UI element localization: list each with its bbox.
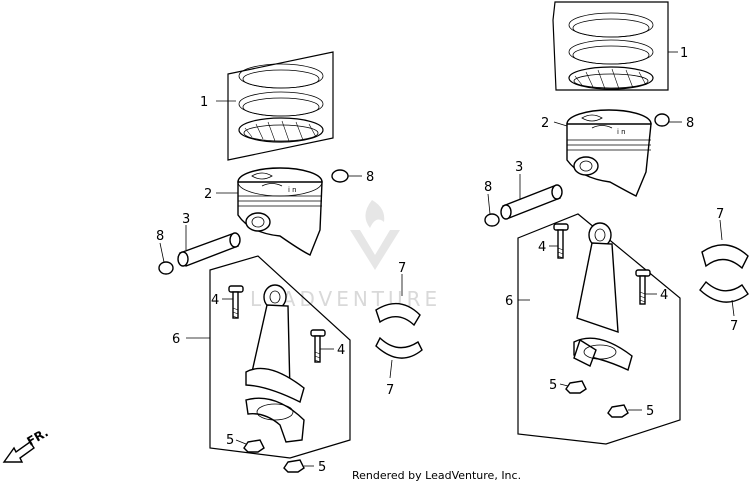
rod-bolt-left bbox=[228, 285, 244, 319]
callout-l-7: 7 bbox=[398, 261, 406, 276]
rod-nut-right-upper bbox=[565, 380, 587, 394]
svg-text:i n: i n bbox=[288, 186, 297, 194]
piston-pin-clip-right-b bbox=[654, 113, 670, 127]
front-label: FR. bbox=[25, 425, 51, 448]
callout-r-3: 3 bbox=[515, 160, 523, 175]
callout-r-4: 4 bbox=[538, 240, 546, 255]
callout-r-5b: 5 bbox=[646, 404, 654, 419]
front-arrow-icon bbox=[2, 441, 35, 463]
connecting-rod-right bbox=[573, 222, 633, 371]
rod-bolt-right-a bbox=[553, 223, 569, 259]
callout-r-2: 2 bbox=[541, 116, 549, 131]
callout-r-4b: 4 bbox=[660, 288, 668, 303]
callout-l-8b: 8 bbox=[156, 229, 164, 244]
rod-nut-right-lower bbox=[607, 404, 629, 418]
callout-l-4: 4 bbox=[211, 293, 219, 308]
connecting-rod-box bbox=[209, 255, 351, 459]
rod-nut-upper bbox=[243, 439, 265, 453]
piston-pin-right bbox=[500, 184, 563, 220]
left-assembly: i n bbox=[158, 51, 423, 473]
right-assembly: i n bbox=[484, 1, 749, 445]
piston: i n bbox=[237, 167, 323, 256]
callout-r-7: 7 bbox=[716, 207, 724, 222]
piston-ring-set-box bbox=[227, 51, 334, 161]
watermark-logo-icon bbox=[350, 230, 400, 270]
callout-l-5: 5 bbox=[226, 433, 234, 448]
connecting-rod bbox=[245, 284, 305, 443]
callout-r-8: 8 bbox=[686, 116, 694, 131]
rod-bearing-right-lower bbox=[699, 280, 749, 303]
piston-right: i n bbox=[566, 109, 652, 197]
piston-ring-set-box-right bbox=[552, 1, 669, 91]
rod-bearing-lower bbox=[375, 336, 423, 359]
callout-l-8: 8 bbox=[366, 170, 374, 185]
callout-l-6: 6 bbox=[172, 332, 180, 347]
callout-l-3: 3 bbox=[182, 212, 190, 227]
connecting-rod-box-right bbox=[517, 213, 681, 445]
callout-r-5: 5 bbox=[549, 378, 557, 393]
piston-rings bbox=[238, 63, 324, 143]
callout-l-7b: 7 bbox=[386, 383, 394, 398]
callout-l-1: 1 bbox=[200, 95, 208, 110]
piston-pin-clip-left bbox=[158, 261, 174, 275]
piston-pin-clip-right bbox=[331, 169, 349, 183]
front-direction-indicator: FR. bbox=[2, 425, 51, 463]
render-credit: Rendered by LeadVenture, Inc. bbox=[352, 469, 521, 482]
callout-l-4b: 4 bbox=[337, 343, 345, 358]
rod-bolt-right-b bbox=[635, 269, 651, 305]
piston-pin-clip-left-b bbox=[484, 213, 500, 227]
piston-rings-right bbox=[568, 12, 654, 90]
rod-bearing-right-upper bbox=[701, 244, 749, 270]
callout-r-6: 6 bbox=[505, 294, 513, 309]
svg-text:i n: i n bbox=[617, 128, 626, 136]
rod-nut-lower bbox=[283, 459, 305, 473]
rod-bolt-right bbox=[310, 329, 326, 363]
callout-r-1: 1 bbox=[680, 46, 688, 61]
callout-l-5b: 5 bbox=[318, 460, 326, 475]
piston-pin bbox=[177, 232, 241, 267]
watermark-flame-icon bbox=[365, 200, 385, 228]
callout-l-2: 2 bbox=[204, 187, 212, 202]
callout-r-7b: 7 bbox=[730, 319, 738, 334]
rod-bearing-upper bbox=[375, 302, 421, 327]
callout-r-8b: 8 bbox=[484, 180, 492, 195]
